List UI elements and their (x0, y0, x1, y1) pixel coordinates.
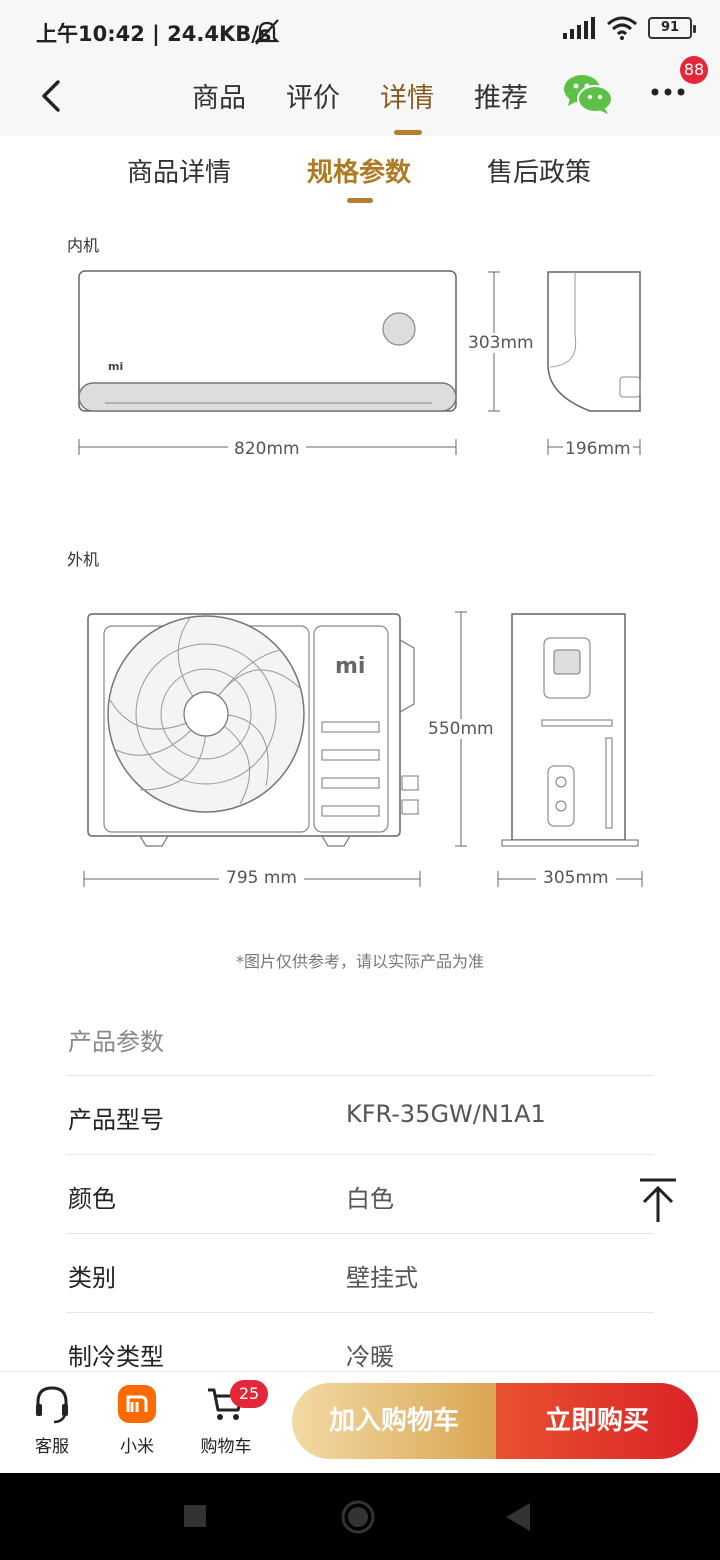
back-arrow-icon[interactable] (34, 76, 74, 116)
wifi-icon (607, 16, 637, 40)
status-bar: 上午10:42 | 24.4KB/s 91 (0, 0, 720, 62)
mi-logo-icon (118, 1385, 156, 1423)
nav-tabs: 商品 评价 详情 推荐 (192, 76, 568, 135)
outdoor-height-label: 550mm (428, 719, 494, 739)
param-value: 壁挂式 (346, 1264, 418, 1292)
service-label: 客服 (35, 1437, 69, 1457)
tab-reviews[interactable]: 评价 (286, 83, 340, 114)
signal-icon (563, 17, 595, 39)
wechat-icon[interactable] (562, 72, 614, 116)
reference-note: *图片仅供参考，请以实际产品为准 (235, 952, 484, 971)
param-name: 产品型号 (68, 1106, 164, 1134)
param-value: KFR-35GW/N1A1 (346, 1100, 546, 1128)
bottom-action-bar: 客服 小米 购物车 25 加入购物车 立即购买 (0, 1371, 720, 1473)
indoor-label: 内机 (67, 236, 100, 255)
buy-now-button[interactable]: 立即购买 (496, 1383, 698, 1459)
params-table: 产品型号 KFR-35GW/N1A1 颜色 白色 类别 壁挂式 制冷类型 冷暖 (66, 1075, 654, 1391)
outdoor-depth-label: 305mm (536, 868, 616, 888)
outdoor-logo: mi (335, 654, 366, 679)
cart-label: 购物车 (200, 1437, 252, 1457)
table-row: 制冷类型 冷暖 (66, 1312, 654, 1391)
service-button[interactable]: 客服 (22, 1384, 82, 1457)
mi-label: 小米 (120, 1437, 154, 1457)
top-nav: 商品 评价 详情 推荐 88 (0, 56, 720, 136)
back-to-top-icon[interactable] (636, 1176, 680, 1226)
headset-icon (36, 1386, 68, 1424)
home-icon[interactable] (340, 1499, 376, 1535)
battery-icon: 91 (648, 17, 696, 39)
status-time: 上午10:42 | 24.4KB/s (36, 22, 272, 46)
recents-icon[interactable] (184, 1505, 206, 1527)
indoor-depth-label: 196mm (563, 439, 633, 459)
tab-recommend[interactable]: 推荐 (474, 83, 528, 114)
param-value: 冷暖 (346, 1343, 394, 1371)
subtab-specs[interactable]: 规格参数 (307, 158, 412, 188)
notification-badge: 88 (680, 56, 708, 84)
tab-product[interactable]: 商品 (192, 83, 246, 114)
more-icon[interactable] (650, 82, 690, 102)
subtab-product-details[interactable]: 商品详情 (127, 158, 232, 188)
table-row: 类别 壁挂式 (66, 1233, 654, 1312)
subtab-indicator (347, 198, 373, 203)
indoor-height-label: 303mm (468, 333, 534, 353)
outdoor-unit-diagram (83, 611, 643, 887)
params-title: 产品参数 (68, 1028, 164, 1056)
indoor-width-label: 820mm (228, 439, 306, 459)
add-to-cart-button[interactable]: 加入购物车 (292, 1383, 496, 1459)
param-name: 制冷类型 (68, 1343, 164, 1371)
outdoor-width-label: 795 mm (219, 868, 304, 888)
mute-icon (254, 19, 280, 45)
table-row: 产品型号 KFR-35GW/N1A1 (66, 1075, 654, 1154)
param-name: 颜色 (68, 1185, 116, 1213)
table-row: 颜色 白色 (66, 1154, 654, 1233)
status-icons: 91 (562, 16, 696, 40)
mi-button[interactable]: 小米 (107, 1384, 167, 1457)
back-icon[interactable] (506, 1503, 530, 1531)
param-name: 类别 (68, 1264, 116, 1292)
param-value: 白色 (346, 1185, 394, 1213)
tab-details[interactable]: 详情 (380, 76, 434, 135)
indoor-unit-diagram (78, 270, 641, 455)
cart-count-badge: 25 (230, 1380, 268, 1408)
subtab-after-sales[interactable]: 售后政策 (487, 158, 592, 188)
system-nav-bar (0, 1473, 720, 1560)
outdoor-label: 外机 (67, 550, 100, 569)
sub-tabs: 商品详情 规格参数 售后政策 (0, 152, 720, 212)
indoor-logo: mi (108, 360, 124, 373)
